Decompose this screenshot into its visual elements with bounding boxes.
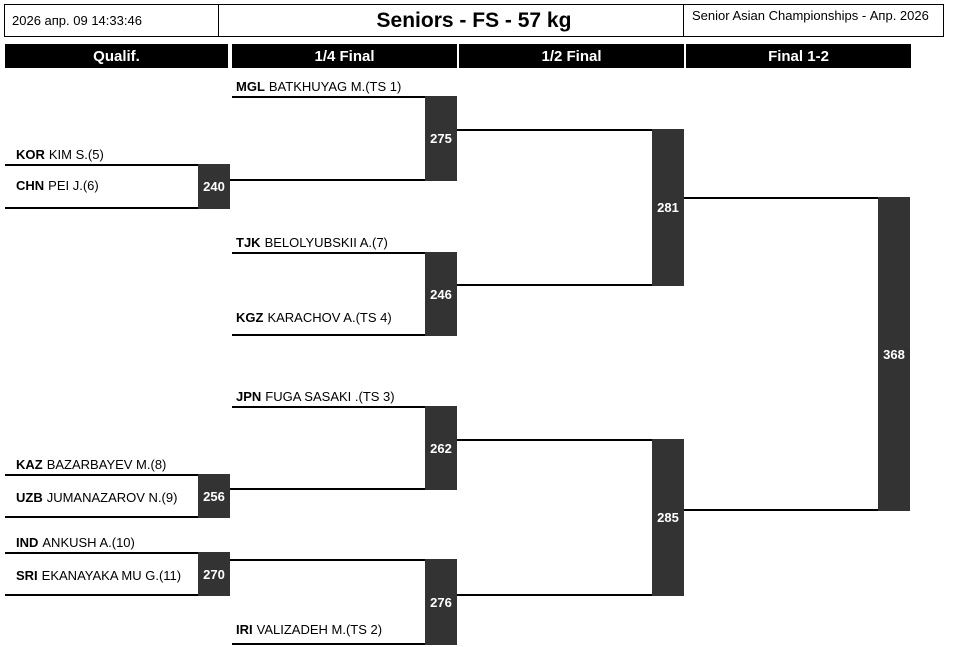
round-header-semifinal: 1/2 Final bbox=[459, 44, 684, 68]
athlete-name: KARACHOV A.(TS 4) bbox=[267, 310, 392, 325]
bracket-line bbox=[5, 207, 230, 209]
bracket-line bbox=[230, 488, 457, 490]
noc-code: KOR bbox=[16, 147, 45, 162]
timestamp: 2026 апр. 09 14:33:46 bbox=[5, 5, 219, 36]
bracket-line bbox=[5, 516, 230, 518]
athlete-name: JUMANAZAROV N.(9) bbox=[46, 490, 178, 505]
weight-category-title: Seniors - FS - 57 kg bbox=[376, 9, 572, 32]
match-box-256: 256 bbox=[198, 474, 230, 518]
bracket-line bbox=[684, 197, 910, 199]
bracket-line bbox=[230, 179, 457, 181]
header-bar: Seniors - FS - 57 kg 2026 апр. 09 14:33:… bbox=[4, 4, 944, 37]
match-box-246: 246 bbox=[425, 252, 457, 336]
bracket-line bbox=[5, 474, 230, 476]
bracket-line bbox=[230, 559, 457, 561]
athlete-name: EKANAYAKA MU G.(11) bbox=[41, 568, 182, 583]
bracket-line bbox=[457, 129, 684, 131]
noc-code: SRI bbox=[16, 568, 38, 583]
round-header-qualif: Qualif. bbox=[5, 44, 228, 68]
match-box-276: 276 bbox=[425, 559, 457, 645]
match-box-281: 281 bbox=[652, 129, 684, 286]
bracket-line bbox=[232, 406, 457, 408]
match-box-285: 285 bbox=[652, 439, 684, 596]
athlete-name: KIM S.(5) bbox=[48, 147, 104, 162]
noc-code: MGL bbox=[236, 79, 265, 94]
athlete-name: ANKUSH A.(10) bbox=[42, 535, 135, 550]
bracket-line bbox=[232, 96, 457, 98]
bracket-line bbox=[5, 594, 230, 596]
athlete-name: FUGA SASAKI .(TS 3) bbox=[265, 389, 395, 404]
noc-code: UZB bbox=[16, 490, 43, 505]
noc-code: KAZ bbox=[16, 457, 43, 472]
bracket-line bbox=[5, 552, 230, 554]
bracket-line bbox=[5, 164, 230, 166]
athlete-name: BATKHUYAG M.(TS 1) bbox=[268, 79, 402, 94]
noc-code: JPN bbox=[236, 389, 262, 404]
noc-code: KGZ bbox=[236, 310, 264, 325]
match-box-368: 368 bbox=[878, 197, 910, 511]
match-box-275: 275 bbox=[425, 96, 457, 181]
bracket-line bbox=[232, 252, 457, 254]
noc-code: CHN bbox=[16, 178, 45, 193]
bracket-line bbox=[457, 284, 684, 286]
bracket-line bbox=[457, 594, 684, 596]
bracket-line bbox=[457, 439, 684, 441]
match-box-270: 270 bbox=[198, 552, 230, 596]
bracket-line bbox=[232, 334, 457, 336]
noc-code: TJK bbox=[236, 235, 261, 250]
noc-code: IND bbox=[16, 535, 39, 550]
championship-name: Senior Asian Championships - Апр. 2026 bbox=[683, 5, 943, 36]
athlete-name: BELOLYUBSKII A.(7) bbox=[264, 235, 388, 250]
round-header-final: Final 1-2 bbox=[686, 44, 911, 68]
round-header-quarterfinal: 1/4 Final bbox=[232, 44, 457, 68]
athlete-name: VALIZADEH M.(TS 2) bbox=[256, 622, 383, 637]
athlete-name: PEI J.(6) bbox=[48, 178, 99, 193]
bracket-line bbox=[684, 509, 910, 511]
noc-code: IRI bbox=[236, 622, 253, 637]
match-box-262: 262 bbox=[425, 406, 457, 490]
athlete-name: BAZARBAYEV M.(8) bbox=[46, 457, 167, 472]
bracket-line bbox=[232, 643, 457, 645]
match-box-240: 240 bbox=[198, 164, 230, 209]
